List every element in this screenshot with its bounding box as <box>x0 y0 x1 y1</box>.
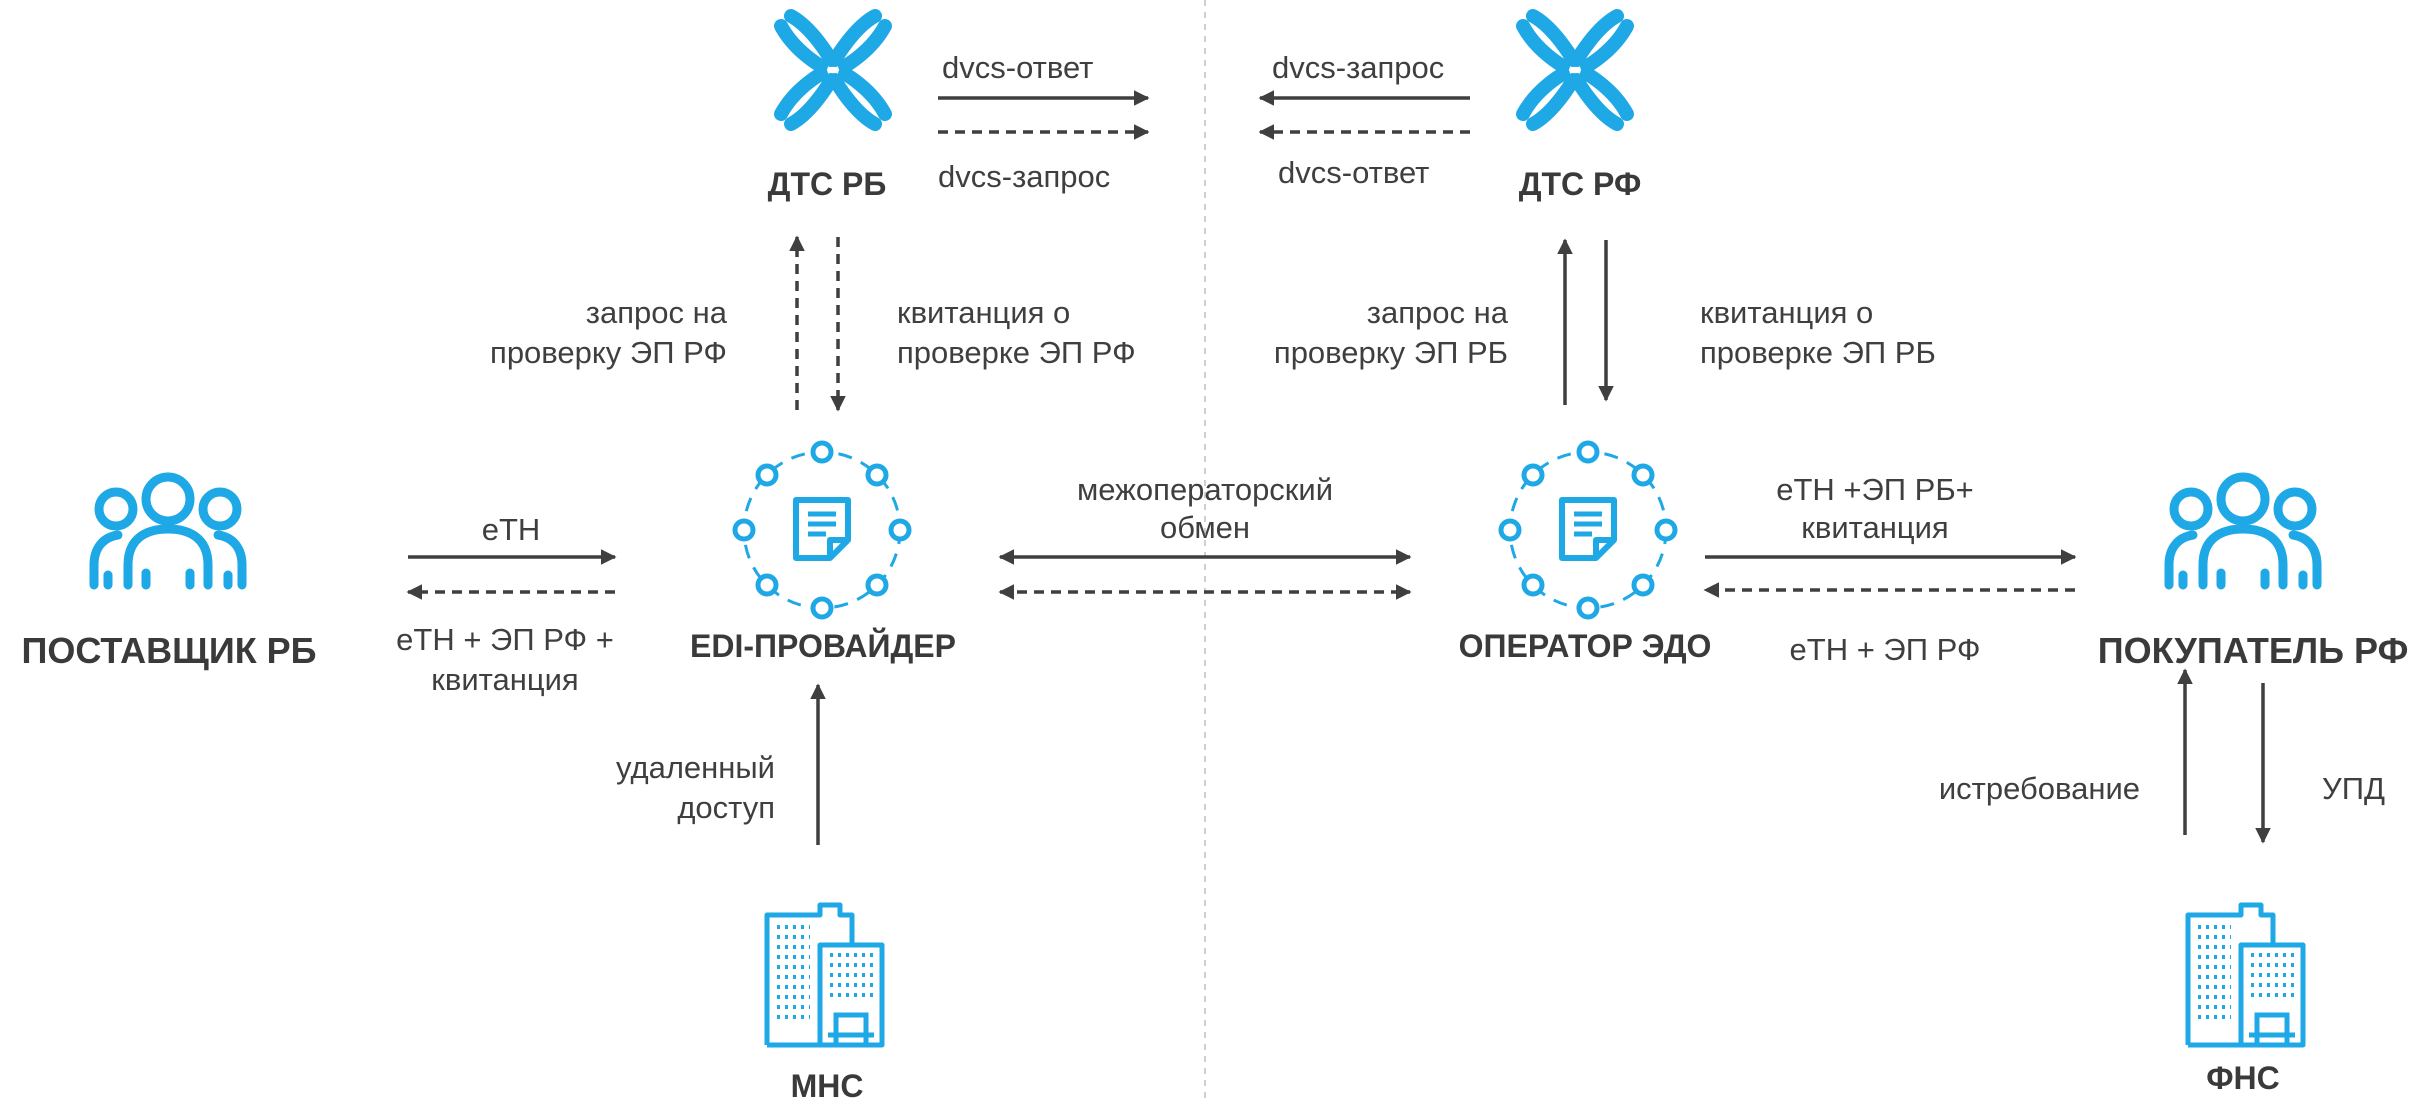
dts-rf-icon <box>1523 16 1627 124</box>
node-mns: МНС <box>791 1068 864 1102</box>
node-dts-rf: ДТС РФ <box>1519 166 1642 202</box>
label-upd: УПД <box>2322 771 2385 806</box>
node-buyer: ПОКУПАТЕЛЬ РФ <box>2098 630 2409 671</box>
node-operator: ОПЕРАТОР ЭДО <box>1459 628 1712 664</box>
label-etn: еТН <box>482 512 541 547</box>
node-dts-rb: ДТС РБ <box>768 166 887 202</box>
fns-building-icon <box>2188 905 2303 1045</box>
label-dvcs-request-rb: dvcs-запрос <box>938 159 1110 194</box>
node-edi: EDI-ПРОВАЙДЕР <box>690 628 956 664</box>
operator-provider-icon <box>1501 443 1675 617</box>
dts-rb-icon <box>781 16 885 124</box>
label-demand: истребование <box>1939 771 2140 806</box>
edi-provider-icon <box>735 443 909 617</box>
label-dvcs-request-rf: dvcs-запрос <box>1272 50 1444 85</box>
label-dvcs-answer-rb: dvcs-ответ <box>942 50 1093 85</box>
label-etn-sign-rb: еТН +ЭП РБ+квитанция <box>1776 472 1974 545</box>
buyer-people-icon <box>2169 477 2317 585</box>
label-etn-rf: еТН + ЭП РФ <box>1790 632 1981 667</box>
label-dvcs-answer-rf: dvcs-ответ <box>1278 155 1429 190</box>
mns-building-icon <box>767 905 882 1045</box>
node-supplier: ПОСТАВЩИК РБ <box>21 630 316 671</box>
label-etn-sign-rf: еТН + ЭП РФ +квитанция <box>396 622 614 697</box>
supplier-people-icon <box>94 477 242 585</box>
node-fns: ФНС <box>2206 1060 2280 1096</box>
